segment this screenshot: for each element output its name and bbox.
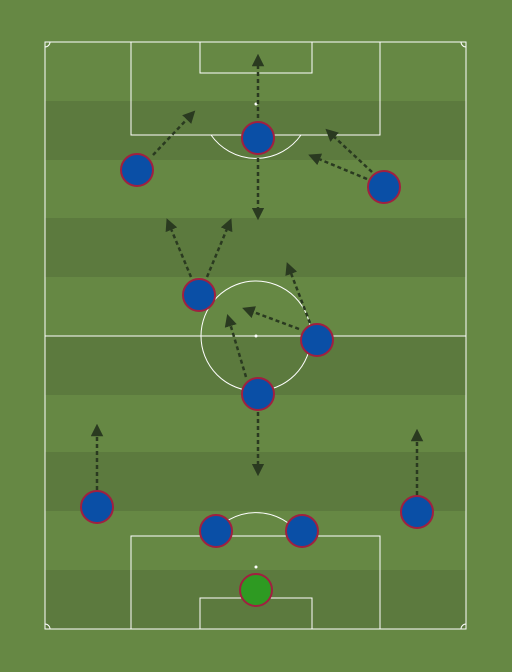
grass-stripe bbox=[45, 218, 466, 277]
movement-arrow bbox=[308, 153, 368, 181]
movement-arrow bbox=[224, 314, 248, 378]
player-marker-defensive-midfielder[interactable] bbox=[241, 377, 275, 411]
bottom-penalty-spot bbox=[254, 565, 258, 569]
movement-arrow bbox=[205, 218, 233, 278]
player-marker-goalkeeper[interactable] bbox=[239, 573, 273, 607]
player-marker-centre-back-right[interactable] bbox=[285, 514, 319, 548]
pitch-spots bbox=[254, 102, 258, 569]
players bbox=[80, 121, 434, 607]
grass-stripe bbox=[45, 452, 466, 511]
corner-arc-bottom-right bbox=[460, 623, 467, 630]
movement-arrow bbox=[165, 218, 193, 278]
player-marker-left-winger[interactable] bbox=[120, 153, 154, 187]
centre-spot bbox=[254, 334, 258, 338]
player-marker-left-midfielder[interactable] bbox=[182, 278, 216, 312]
top-penalty-arc bbox=[210, 134, 302, 159]
movement-arrow bbox=[325, 128, 373, 173]
player-marker-right-midfielder[interactable] bbox=[300, 323, 334, 357]
player-marker-centre-back-left[interactable] bbox=[199, 514, 233, 548]
movement-arrow bbox=[152, 110, 196, 156]
corner-arc-bottom-left bbox=[44, 623, 51, 630]
player-marker-right-winger[interactable] bbox=[367, 170, 401, 204]
player-marker-right-back[interactable] bbox=[400, 495, 434, 529]
movement-arrow bbox=[285, 262, 312, 324]
corner-arc-top-left bbox=[44, 41, 51, 48]
player-marker-left-back[interactable] bbox=[80, 490, 114, 524]
player-marker-striker[interactable] bbox=[241, 121, 275, 155]
top-goal-area bbox=[199, 41, 313, 74]
movement-arrow bbox=[242, 306, 300, 331]
movement-arrows bbox=[90, 53, 424, 495]
corner-arc-top-right bbox=[460, 41, 467, 48]
